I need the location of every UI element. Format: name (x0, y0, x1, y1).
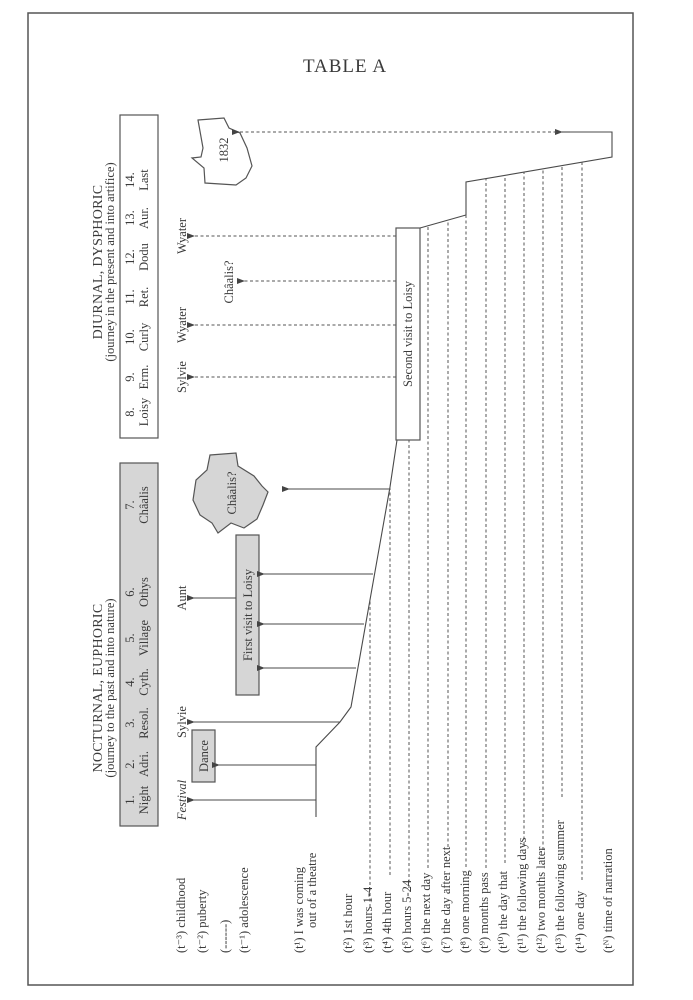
chapter-number: 7. (123, 500, 137, 509)
dance-box (191, 729, 216, 783)
chapter-name: Châalis (137, 486, 151, 524)
diurnal-title: DIURNAL, DYSPHORIC (91, 185, 106, 340)
time-dashed-lines (369, 162, 583, 907)
chapter-number: 14. (123, 172, 137, 188)
chapter-name: Curly (137, 322, 151, 351)
nocturnal-subtitle: (journey to the past and into nature) (103, 598, 117, 777)
time-label: (t⁴) 4th hour (380, 891, 394, 953)
time-label: (t¹⁰) the day that (496, 870, 510, 953)
chapter-number: 9. (123, 372, 137, 381)
chapter-name: Village (137, 620, 151, 656)
time-label: out of a theatre (305, 852, 319, 928)
chapter-name: Night (137, 785, 151, 814)
chapter-name: Adri. (137, 751, 151, 777)
chapter-name: Othys (137, 577, 151, 607)
nocturnal-chapters: 1. Night 2. Adri. 3. Resol. 4. Cyth. 5. … (123, 486, 151, 814)
time-label: (t⁹) months pass (477, 872, 491, 953)
event-aunt: Aunt (175, 585, 189, 611)
event-second-visit: Second visit to Loisy (401, 280, 415, 387)
chapter-number: 10. (123, 329, 137, 345)
chapter-number: 8. (123, 407, 137, 416)
diurnal-subtitle: (journey in the present and into artific… (103, 162, 117, 361)
time-label: (t⁻³) childhood (174, 877, 188, 953)
chapter-name: Erm. (137, 365, 151, 390)
time-labels: (t⁻³) childhood (t⁻²) puberty (------) (… (174, 819, 615, 953)
nocturnal-title: NOCTURNAL, EUPHORIC (91, 603, 106, 772)
first-visit-box (235, 534, 260, 696)
chapter-name: Last (137, 169, 151, 191)
chapter-number: 6. (123, 587, 137, 596)
event-chaalis: Châalis? (225, 471, 239, 514)
event-sylvie-2: Sylvie (175, 361, 189, 393)
time-label: (t⁻¹) adolescence (237, 867, 251, 953)
time-label: (tᴺ) time of narration (601, 848, 615, 953)
time-label: (t⁶) the next day (419, 872, 433, 953)
time-label: (t⁷) the day after next (439, 846, 453, 953)
time-label: (t¹⁴) one day (573, 890, 587, 953)
chapter-number: 2. (123, 759, 137, 768)
chapter-number: 13. (123, 210, 137, 226)
time-label: (t¹³) the following summer (553, 819, 567, 953)
chapter-number: 12. (123, 249, 137, 265)
chapter-name: Resol. (137, 707, 151, 739)
chapter-number: 3. (123, 718, 137, 727)
page-border (27, 12, 634, 986)
time-label: (------) (218, 920, 232, 953)
diurnal-chapters-box (119, 114, 159, 439)
event-sylvie: Sylvie (175, 706, 189, 738)
chapter-name: Loisy (137, 397, 151, 426)
chapter-name: Ret. (137, 287, 151, 307)
second-visit-box (395, 227, 421, 441)
chapter-number: 4. (123, 677, 137, 686)
chapter-name: Cyth. (137, 668, 151, 695)
time-label: (t⁻²) puberty (195, 889, 209, 953)
time-label: (t²) 1st hour (341, 893, 355, 953)
event-dance: Dance (197, 740, 211, 772)
event-chaalis-2: Châalis? (222, 260, 236, 303)
event-wyater-2: Wyater (175, 217, 189, 254)
narrative-profile-diurnal (419, 131, 613, 229)
event-wyater-1: Wyater (175, 306, 189, 343)
event-first-visit: First visit to Loisy (241, 568, 255, 661)
chaalis-cloud (192, 452, 269, 534)
time-label: (t¹²) two months later (534, 846, 548, 953)
chapter-name: Aur. (137, 207, 151, 229)
time-label: (t³) hours 1-4 (361, 886, 375, 953)
chapter-number: 1. (123, 795, 137, 804)
nocturnal-chapters-box (119, 462, 159, 827)
time-label: (t⁸) one morning (458, 869, 472, 953)
time-label: (t¹¹) the following days (515, 837, 529, 953)
narrative-profile-nocturnal (315, 439, 398, 817)
chapter-name: Dodu (137, 242, 151, 271)
time-label: (t⁵) hours 5-24 (400, 879, 414, 953)
chapter-number: 5. (123, 633, 137, 642)
diurnal-chapters: 8. Loisy 9. Erm. 10. Curly 11. Ret. 12. … (123, 169, 151, 427)
time-label: (t¹) I was coming (292, 866, 306, 953)
event-festival: Festival (175, 779, 189, 821)
event-1832: 1832 (217, 138, 231, 163)
chapter-number: 11. (123, 289, 137, 304)
table-title: TABLE A (303, 56, 387, 77)
